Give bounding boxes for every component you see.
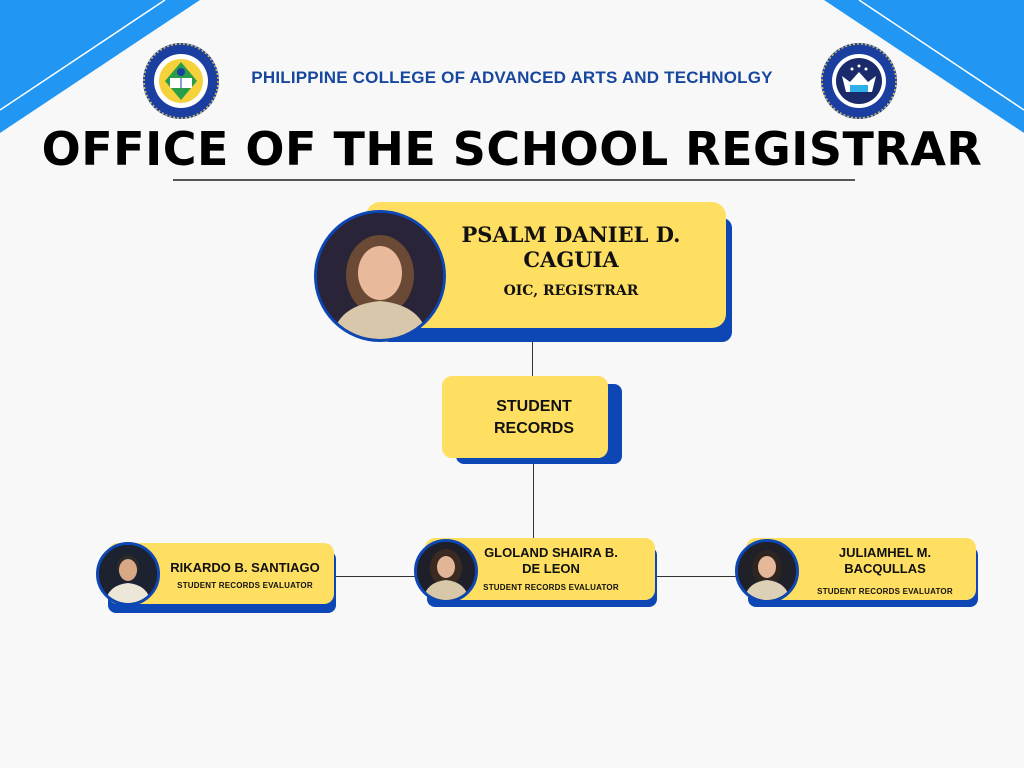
staff-avatar — [96, 542, 160, 606]
staff-avatar — [414, 539, 478, 603]
college-name: PHILIPPINE COLLEGE OF ADVANCED ARTS AND … — [251, 68, 773, 87]
department-label-line1: STUDENT — [496, 398, 572, 415]
corner-decoration-right — [824, 0, 1024, 133]
department-label: STUDENT RECORDS — [454, 396, 614, 440]
college-seal-logo-left — [143, 43, 219, 119]
staff-role: STUDENT RECORDS EVALUATOR — [817, 587, 953, 596]
connector-dept-to-staff — [533, 460, 534, 540]
staff-name: RIKARDO B. SANTIAGO — [160, 560, 330, 576]
staff-role: STUDENT RECORDS EVALUATOR — [177, 581, 313, 590]
head-name-line2: CAGUIA — [523, 247, 619, 272]
college-seal-logo-right — [821, 43, 897, 119]
staff-name-line1: JULIAMHEL M. — [838, 545, 932, 560]
staff-avatar — [735, 539, 799, 603]
head-avatar — [314, 210, 446, 342]
connector-head-to-dept — [532, 340, 533, 378]
corner-decoration-left — [0, 0, 200, 133]
staff-name: GLOLAND SHAIRA B. DE LEON — [476, 545, 626, 577]
person-photo-icon — [738, 542, 796, 600]
person-photo-icon — [99, 545, 157, 603]
staff-name-line2: DE LEON — [522, 561, 580, 576]
person-photo-icon — [417, 542, 475, 600]
office-title: OFFICE OF THE SCHOOL REGISTRAR — [41, 122, 983, 176]
title-divider — [173, 179, 855, 181]
head-role: OIC, REGISTRAR — [503, 283, 639, 299]
staff-name: JULIAMHEL M. BACQULLAS — [795, 545, 975, 577]
staff-role: STUDENT RECORDS EVALUATOR — [483, 583, 619, 592]
head-name-line1: PSALM DANIEL D. — [461, 222, 681, 247]
staff-name-line1: RIKARDO B. SANTIAGO — [170, 560, 320, 575]
head-name: PSALM DANIEL D. CAGUIA — [446, 222, 696, 272]
department-card-face — [442, 376, 608, 458]
department-label-line2: RECORDS — [493, 420, 574, 437]
staff-name-line2: BACQULLAS — [844, 561, 926, 576]
connector-staff-right — [656, 576, 736, 577]
person-photo-icon — [317, 213, 443, 339]
staff-name-line1: GLOLAND SHAIRA B. — [484, 545, 618, 560]
connector-staff-left — [335, 576, 415, 577]
